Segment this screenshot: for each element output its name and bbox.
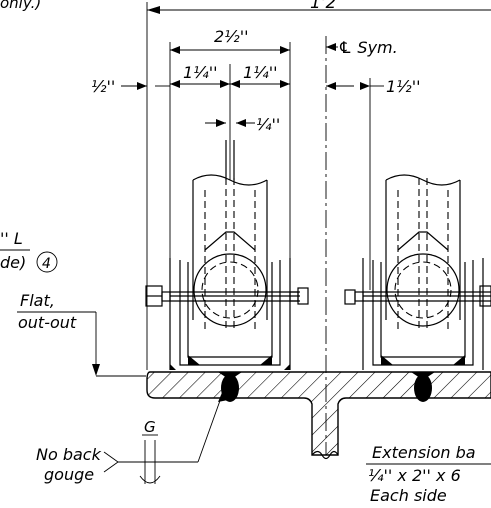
- top-dimension: 1'2 only.): [0, 0, 491, 370]
- dimension-half-left: ½'': [91, 77, 170, 96]
- dim-2-half-label: 2½'': [214, 27, 248, 46]
- dim-1-quarter-right-label: 1¼'': [243, 63, 277, 82]
- callout-number: 4: [42, 256, 51, 272]
- no-back-line1: No back: [36, 445, 102, 464]
- left-note-line1: '' L: [0, 229, 23, 248]
- top-left-partial-label: only.): [0, 0, 41, 12]
- dimension-1-quarter: 1¼'' 1¼'': [170, 63, 290, 180]
- flat-line2: out-out: [18, 313, 77, 332]
- weld-symbol-letter: G: [144, 418, 156, 436]
- extension-line2: ¼'' x 2'' x 6: [368, 466, 461, 485]
- weld-symbol: No back gouge G: [36, 388, 228, 484]
- left-partial-note: '' L de) 4: [0, 229, 58, 273]
- extension-line1: Extension ba: [372, 443, 476, 462]
- dim-1-quarter-left-label: 1¼'': [183, 63, 217, 82]
- dimension-quarter: ¼'': [205, 115, 280, 134]
- left-note-line2: de): [0, 253, 26, 272]
- sym-label: ℄ Sym.: [338, 38, 398, 57]
- dimension-half-right: 1½'': [326, 77, 420, 290]
- dim-quarter-label: ¼'': [256, 115, 280, 134]
- flat-line1: Flat,: [20, 291, 55, 310]
- left-assembly: [145, 140, 309, 370]
- flat-note: Flat, out-out: [17, 291, 146, 377]
- top-right-partial-label: 1'2: [310, 0, 336, 13]
- extension-bar-note: Extension ba ¼'' x 2'' x 6 Each side: [366, 443, 491, 505]
- extension-line3: Each side: [370, 486, 447, 505]
- dimension-2-half: 2½'': [169, 27, 291, 260]
- base-plate: [146, 371, 491, 460]
- right-assembly: [344, 174, 491, 370]
- dim-half-left-label: ½'': [91, 77, 115, 96]
- dim-half-right-label: 1½'': [386, 77, 420, 96]
- no-back-line2: gouge: [44, 465, 94, 484]
